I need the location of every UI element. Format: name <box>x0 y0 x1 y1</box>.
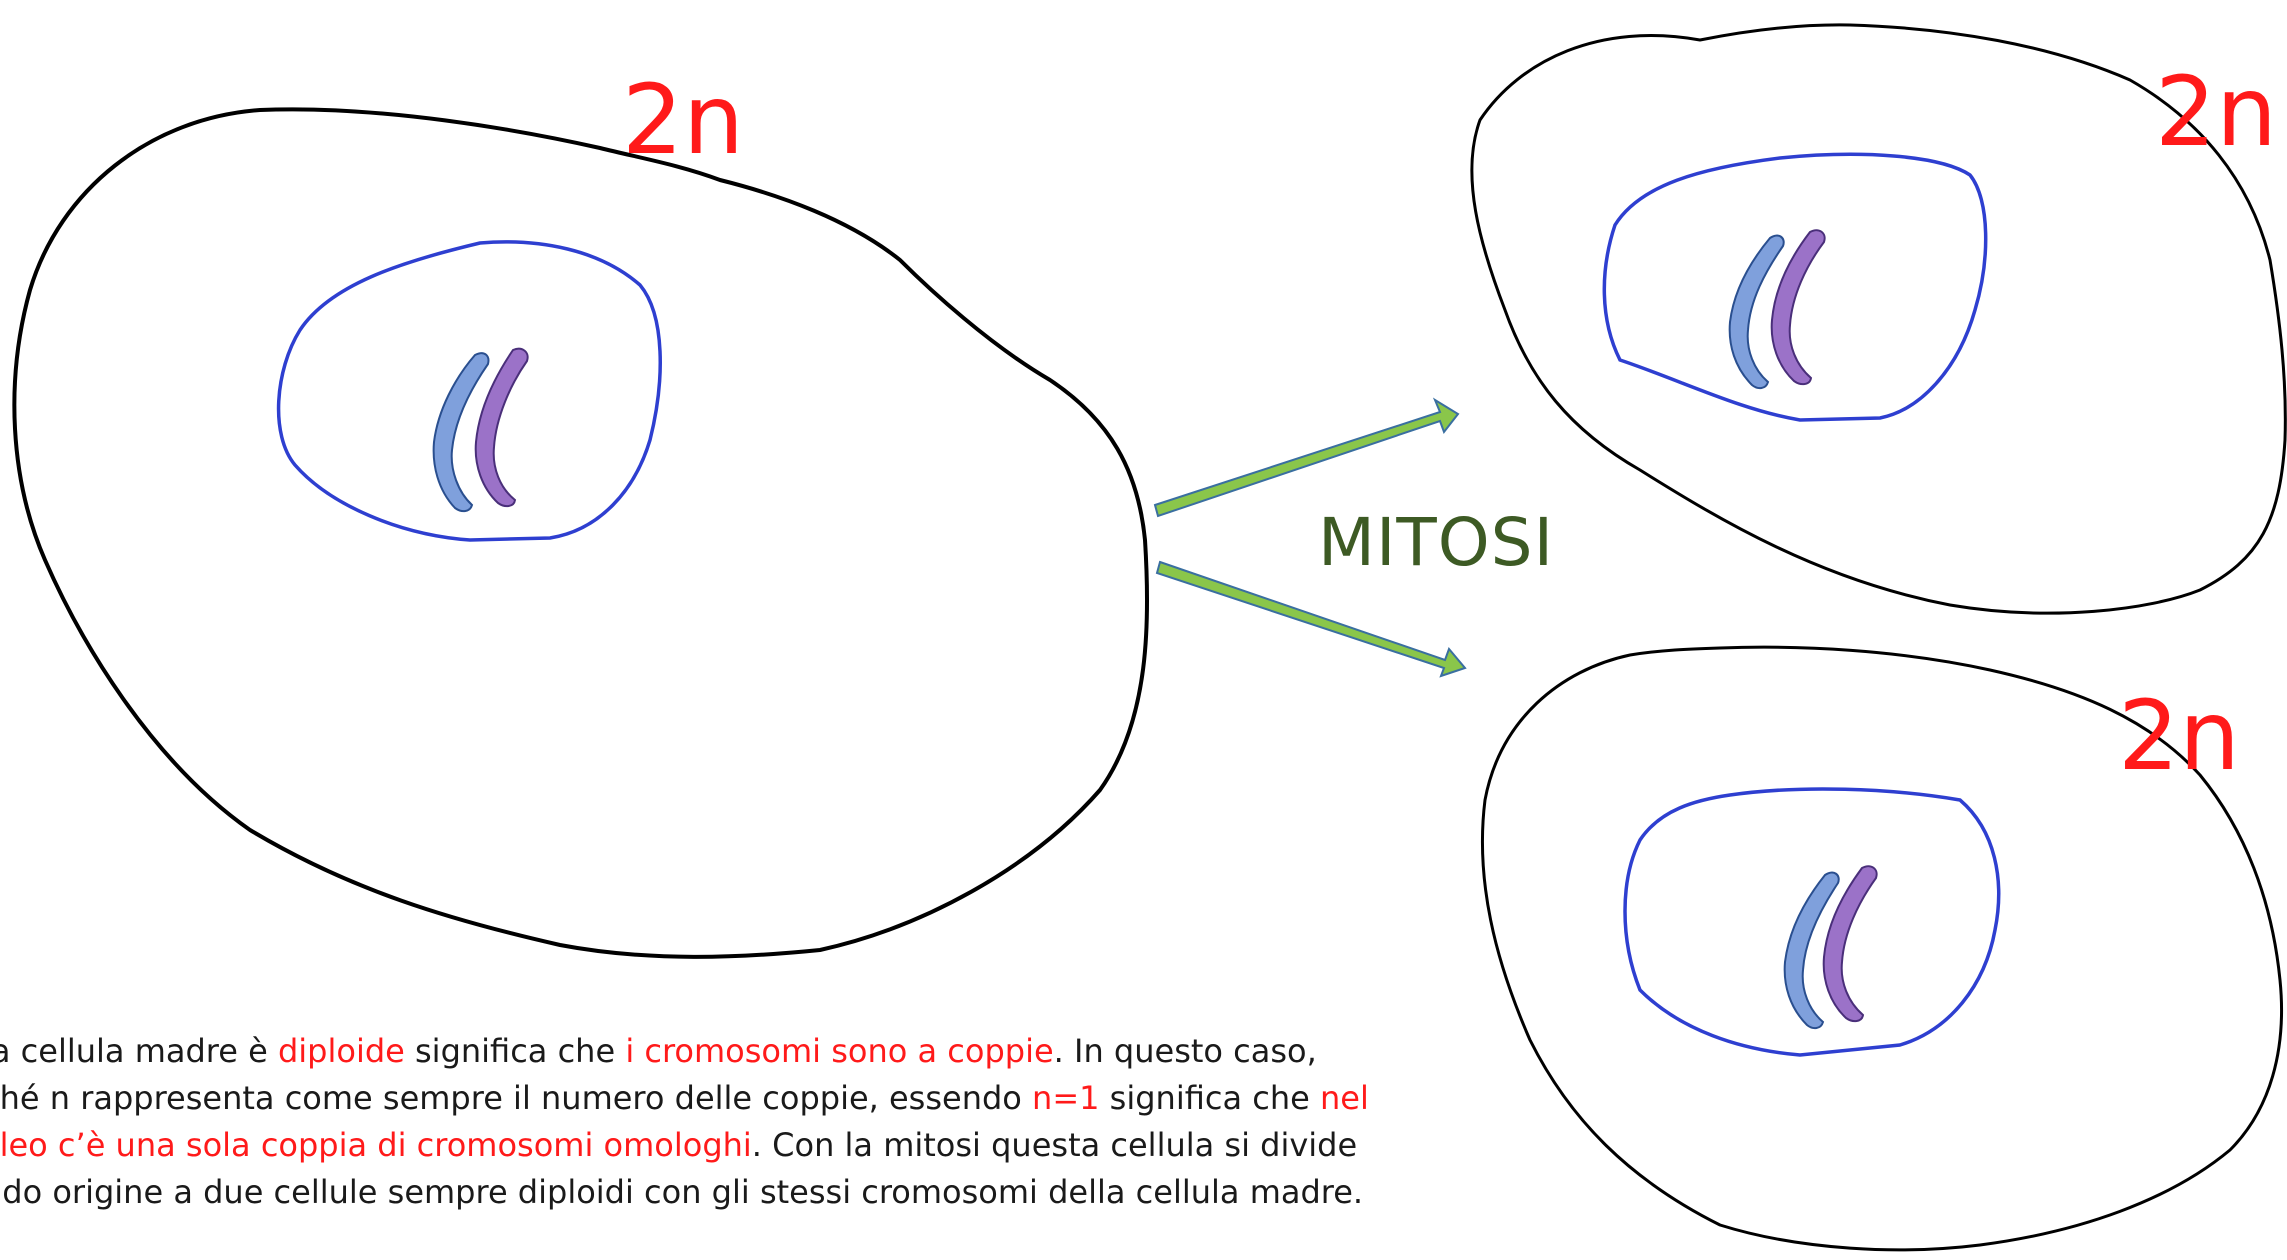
daughter2-chromosome-purple <box>1822 865 1878 1023</box>
caption-line-3: cleo c’è una sola coppia di cromosomi om… <box>0 1122 1502 1169</box>
caption-highlight: n=1 <box>1032 1079 1100 1117</box>
process-label: MITOSI <box>1318 504 1555 581</box>
arrow-to-daughter-2 <box>1155 560 1467 678</box>
mother-chromosome-blue <box>432 352 490 513</box>
arrow-to-daughter-1 <box>1153 397 1460 518</box>
daughter-cell-1 <box>1470 23 2287 615</box>
caption-line-4: ndo origine a due cellule sempre diploid… <box>0 1169 1502 1216</box>
mother-nucleus <box>276 240 662 542</box>
daughter1-chromosome-blue <box>1728 234 1785 390</box>
daughter1-chromosome-purple <box>1770 229 1826 386</box>
mother-chromosome-purple <box>474 347 529 508</box>
mother-cell <box>12 107 1150 959</box>
daughter-cell-2 <box>1480 645 2284 1252</box>
mother-ploidy-label: 2n <box>622 64 744 176</box>
caption-highlight: i cromosomi sono a coppie <box>625 1032 1054 1070</box>
daughter2-nucleus <box>1623 787 2001 1057</box>
caption-line-1: la cellula madre è diploide significa ch… <box>0 1028 1502 1075</box>
caption-text-span: ndo origine a due cellule sempre diploid… <box>0 1173 1364 1211</box>
caption-text-span: significa che <box>404 1032 626 1070</box>
caption-text-span: . Con la mitosi questa cellula si divide <box>751 1126 1358 1164</box>
mother-cell-membrane <box>12 107 1150 959</box>
caption-text: la cellula madre è diploide significa ch… <box>0 1028 1502 1216</box>
caption-highlight: nel <box>1319 1079 1369 1117</box>
caption-text-span: la cellula madre è <box>0 1032 278 1070</box>
caption-text-span: ché n rappresenta come sempre il numero … <box>0 1079 1033 1117</box>
caption-text-span: . In questo caso, <box>1053 1032 1317 1070</box>
caption-line-2: ché n rappresenta come sempre il numero … <box>0 1075 1502 1122</box>
daughter2-ploidy-label: 2n <box>2118 680 2240 792</box>
caption-text-span: significa che <box>1099 1079 1320 1117</box>
daughter2-membrane <box>1480 645 2284 1252</box>
daughter1-ploidy-label: 2n <box>2155 56 2277 168</box>
daughter1-membrane <box>1470 23 2287 615</box>
daughter2-chromosome-blue <box>1783 871 1840 1030</box>
caption-highlight: cleo c’è una sola coppia di cromosomi om… <box>0 1126 752 1164</box>
daughter1-nucleus <box>1602 152 1988 422</box>
caption-highlight: diploide <box>277 1032 405 1070</box>
